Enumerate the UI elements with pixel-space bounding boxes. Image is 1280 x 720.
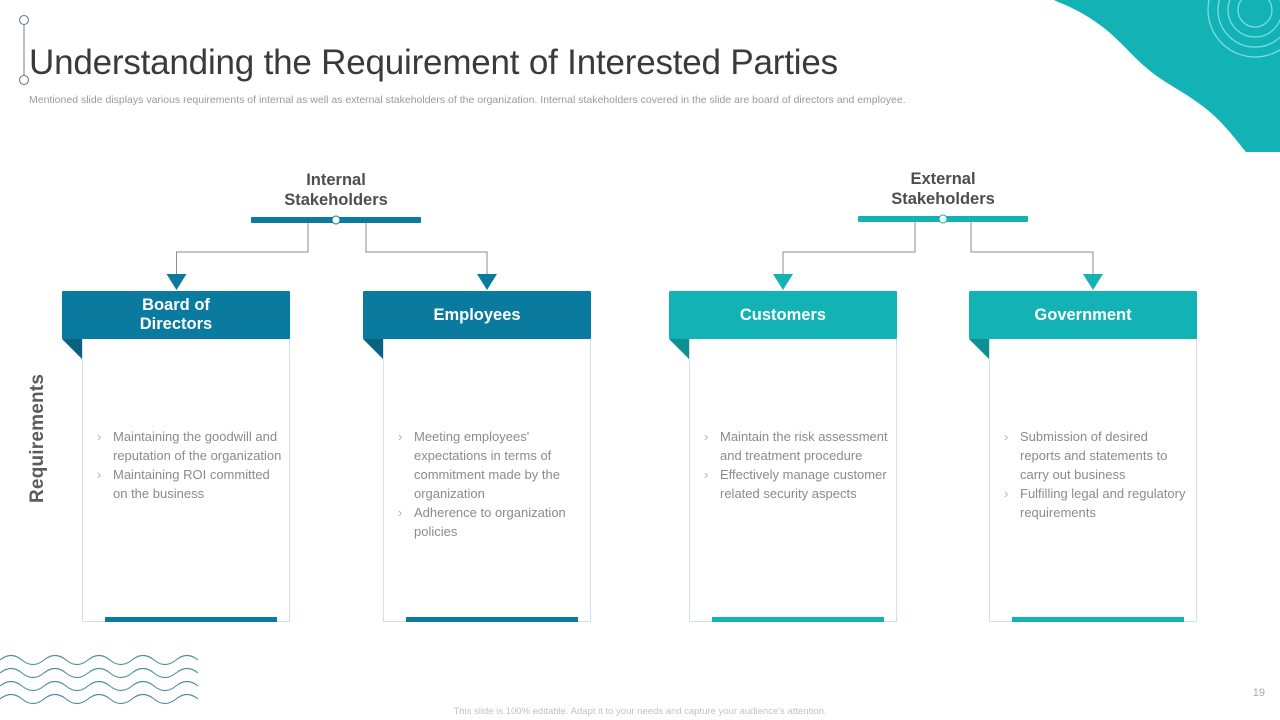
chevron-right-icon: › <box>1004 486 1009 501</box>
group-external-label: External Stakeholders <box>891 170 995 209</box>
card-employees-body: › Meeting employees' expectations in term… <box>383 339 591 622</box>
group-internal-label: Internal Stakeholders <box>284 171 388 210</box>
card-board-of-directors-fold-icon <box>62 339 82 359</box>
card-customers-fold-icon <box>669 339 689 359</box>
list-item-text: Effectively manage customer related secu… <box>720 467 887 501</box>
group-external-bar <box>858 214 1028 224</box>
list-item: › Maintaining ROI committed on the busine… <box>91 465 283 503</box>
list-item: › Adherence to organization policies <box>392 503 584 541</box>
card-government[interactable]: Government › Submission of desired report… <box>969 291 1197 622</box>
page-subtitle: Mentioned slide displays various require… <box>29 93 906 106</box>
chevron-right-icon: › <box>97 467 102 482</box>
group-internal: Internal Stakeholders <box>251 170 421 225</box>
card-board-of-directors-list: › Maintaining the goodwill and reputation… <box>91 427 283 503</box>
chevron-right-icon: › <box>704 429 709 444</box>
group-external-node <box>938 214 948 224</box>
list-item: › Submission of desired reports and state… <box>998 427 1190 484</box>
card-board-of-directors-underbar <box>105 617 277 622</box>
page-number: 19 <box>1252 687 1265 699</box>
list-item: › Meeting employees' expectations in term… <box>392 427 584 503</box>
chevron-right-icon: › <box>704 467 709 482</box>
card-customers-body: › Maintain the risk assessment and treatm… <box>689 339 897 622</box>
card-employees-list: › Meeting employees' expectations in term… <box>392 427 584 541</box>
list-item-text: Maintaining the goodwill and reputation … <box>113 429 282 463</box>
card-customers-underbar <box>712 617 884 622</box>
card-government-list: › Submission of desired reports and state… <box>998 427 1190 522</box>
list-item: › Fulfilling legal and regulatory require… <box>998 484 1190 522</box>
list-item-text: Maintain the risk assessment and treatme… <box>720 429 888 463</box>
card-board-of-directors-header: Board of Directors <box>62 291 290 339</box>
group-internal-node <box>331 215 341 225</box>
group-external: External Stakeholders <box>858 169 1028 224</box>
card-employees-header: Employees <box>363 291 591 339</box>
card-customers-list: › Maintain the risk assessment and treatm… <box>698 427 890 503</box>
list-item-text: Meeting employees' expectations in terms… <box>414 429 560 501</box>
list-item: › Maintaining the goodwill and reputation… <box>91 427 283 465</box>
corner-wave-decoration <box>1054 0 1280 152</box>
chevron-right-icon: › <box>398 429 403 444</box>
card-government-body: › Submission of desired reports and state… <box>989 339 1197 622</box>
card-government-header: Government <box>969 291 1197 339</box>
list-item-text: Adherence to organization policies <box>414 505 566 539</box>
card-government-fold-icon <box>969 339 989 359</box>
page-title: Understanding the Requirement of Interes… <box>29 43 838 83</box>
list-item-text: Maintaining ROI committed on the busines… <box>113 467 270 501</box>
group-internal-bar <box>251 215 421 225</box>
list-item: › Maintain the risk assessment and treatm… <box>698 427 890 465</box>
chevron-right-icon: › <box>398 505 403 520</box>
requirements-axis-label: Requirements <box>27 373 48 503</box>
title-accent-connector <box>18 14 30 86</box>
card-customers-header: Customers <box>669 291 897 339</box>
card-employees-underbar <box>406 617 578 622</box>
card-government-underbar <box>1012 617 1184 622</box>
list-item-text: Fulfilling legal and regulatory requirem… <box>1020 486 1186 520</box>
card-board-of-directors[interactable]: Board of Directors › Maintaining the good… <box>62 291 290 622</box>
card-customers[interactable]: Customers › Maintain the risk assessment … <box>669 291 897 622</box>
list-item: › Effectively manage customer related sec… <box>698 465 890 503</box>
card-employees[interactable]: Employees › Meeting employees' expectatio… <box>363 291 591 622</box>
card-employees-fold-icon <box>363 339 383 359</box>
list-item-text: Submission of desired reports and statem… <box>1020 429 1168 482</box>
chevron-right-icon: › <box>1004 429 1009 444</box>
footer-note: This slide is 100% editable. Adapt it to… <box>453 706 827 717</box>
bottom-left-waves-decoration <box>0 654 199 705</box>
chevron-right-icon: › <box>97 429 102 444</box>
card-board-of-directors-body: › Maintaining the goodwill and reputation… <box>82 339 290 622</box>
